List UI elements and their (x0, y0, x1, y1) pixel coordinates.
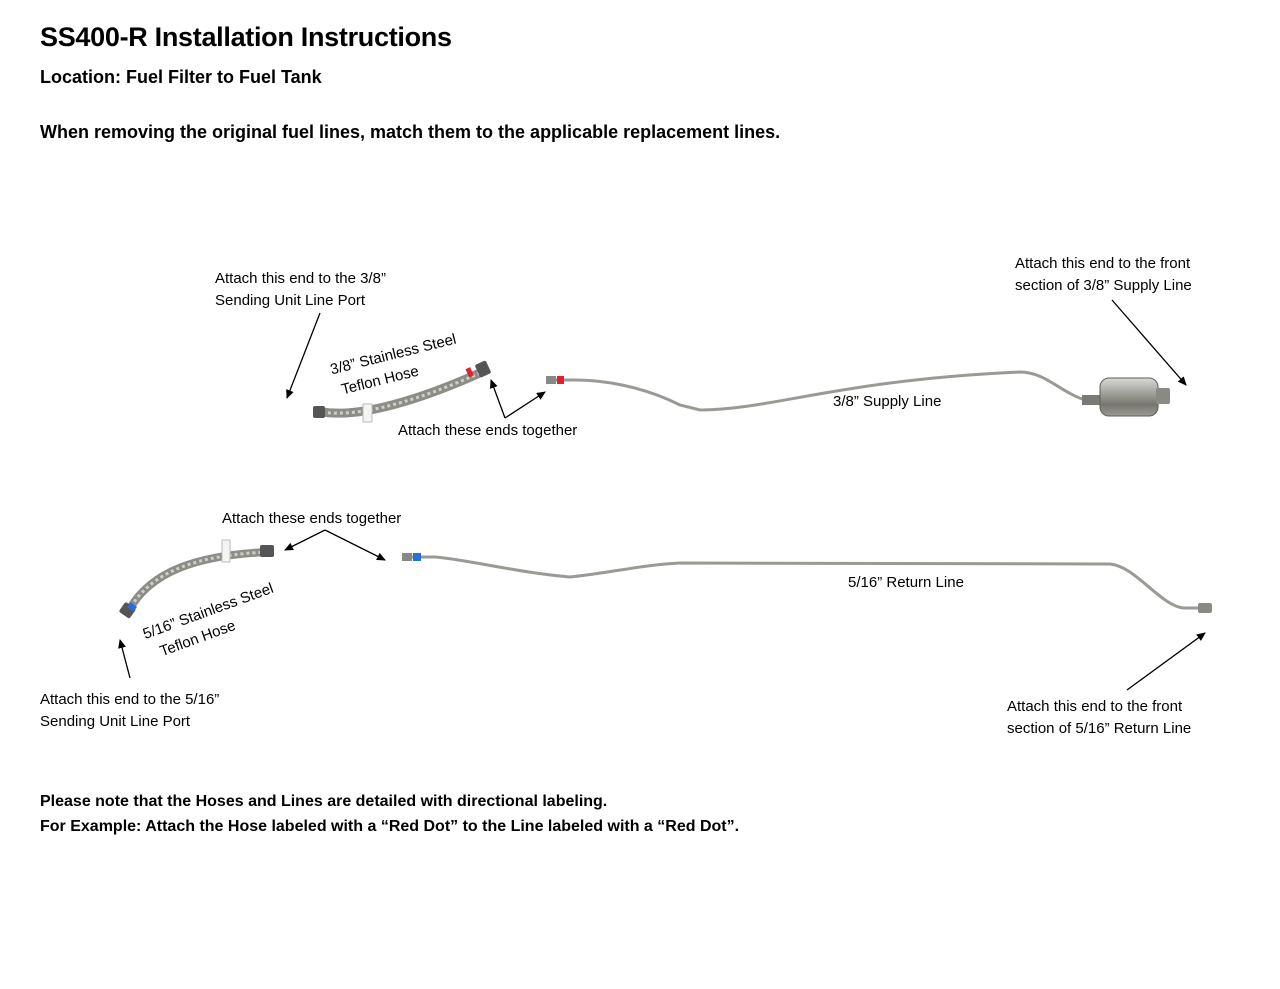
return-join-label: Attach these ends together (222, 510, 402, 527)
fuel-filter (1082, 377, 1170, 417)
supply-sending-unit-label: Attach this end to the 3/8” Sending Unit… (215, 270, 386, 309)
return-join-arrow-right (324, 529, 386, 561)
supply-hose (313, 360, 491, 423)
note-line-1: Please note that the Hoses and Lines are… (40, 793, 608, 810)
return-sending-unit-label: Attach this end to the 5/16” Sending Uni… (40, 691, 220, 730)
supply-line (546, 370, 1086, 412)
return-line-end-fitting (1198, 603, 1212, 613)
page-title: SS400-R Installation Instructions (40, 22, 452, 52)
note-line-2: For Example: Attach the Hose labeled wit… (40, 818, 740, 835)
return-front-label: Attach this end to the front section of … (1007, 698, 1192, 737)
return-hose (119, 539, 274, 619)
supply-hose-red-dot (465, 367, 474, 378)
supply-join-arrow-left (490, 379, 506, 419)
supply-hose-fitting-tank (313, 406, 325, 418)
supply-join-label: Attach these ends together (398, 422, 578, 439)
supply-hose-fitting-join (475, 360, 491, 378)
supply-front-label: Attach this end to the front section of … (1015, 255, 1192, 294)
return-line-label: 5/16” Return Line (848, 574, 964, 591)
supply-sending-arrow (286, 312, 321, 399)
supply-hose-tag (362, 403, 373, 423)
return-hose-fitting-join (260, 545, 274, 557)
return-line (402, 553, 1212, 613)
location-subtitle: Location: Fuel Filter to Fuel Tank (40, 67, 322, 87)
return-line-flare-nut (402, 553, 412, 561)
intro-instruction: When removing the original fuel lines, m… (40, 122, 781, 142)
supply-line-label: 3/8” Supply Line (833, 393, 942, 410)
supply-line-red-dot (557, 376, 564, 384)
supply-front-arrow (1111, 299, 1187, 386)
supply-line-flare-nut (546, 376, 556, 384)
return-line-blue-dot (413, 553, 421, 561)
return-hose-blue-dot (127, 602, 137, 612)
return-join-arrow-left (284, 529, 326, 551)
return-front-arrow (1126, 632, 1206, 691)
supply-join-arrow-right (504, 391, 546, 419)
return-sending-arrow (118, 639, 131, 679)
return-hose-tag (221, 539, 231, 563)
